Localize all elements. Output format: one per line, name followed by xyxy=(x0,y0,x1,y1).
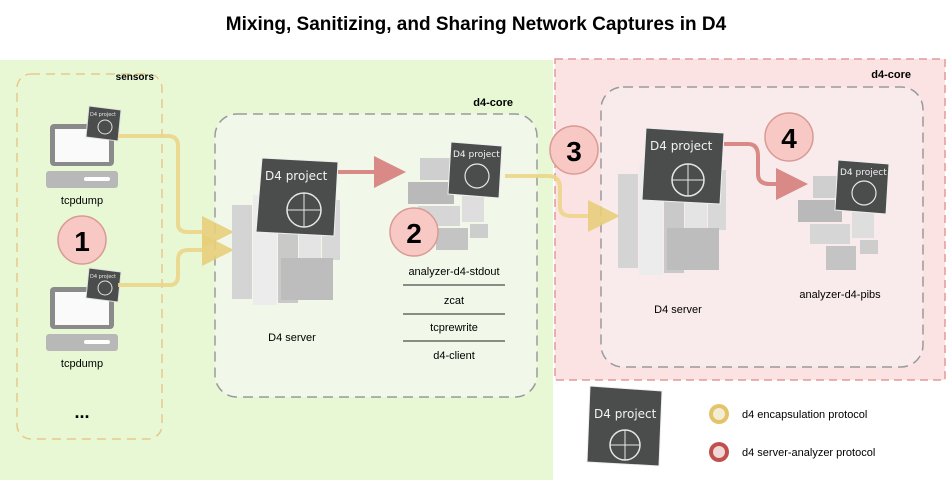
svg-text:1: 1 xyxy=(74,226,90,257)
svg-text:D4 project: D4 project xyxy=(594,407,657,421)
svg-text:3: 3 xyxy=(566,136,582,167)
encapsulation-arrow xyxy=(118,134,234,248)
legend-server-analyzer-swatch-icon xyxy=(709,442,729,462)
right-server-label: D4 server xyxy=(654,304,702,316)
d4-project-badge-icon: D4 project xyxy=(255,157,339,237)
step-marker-4: 4 xyxy=(764,112,814,162)
pipeline-step-tcprewrite: tcprewrite xyxy=(430,322,478,334)
encapsulation-arrow xyxy=(118,234,234,287)
d4-project-badge-icon: D4 project xyxy=(85,105,122,142)
d4-project-badge-icon: D4 project xyxy=(447,141,503,199)
sensor-label-1: tcpdump xyxy=(61,195,103,207)
right-analyzer-label: analyzer-d4-pibs xyxy=(799,289,881,301)
svg-text:D4 project: D4 project xyxy=(453,150,500,160)
analyzer-icon xyxy=(798,176,878,270)
left-analyzer-label: analyzer-d4-stdout xyxy=(408,266,499,278)
svg-text:D4 project: D4 project xyxy=(90,112,116,118)
server-analyzer-arrow xyxy=(724,142,808,200)
more-sensors-ellipsis: ... xyxy=(74,402,89,422)
svg-text:2: 2 xyxy=(406,218,422,249)
svg-text:D4 project: D4 project xyxy=(265,169,328,183)
legend-encapsulation-label: d4 encapsulation protocol xyxy=(742,409,867,421)
sensors-group xyxy=(16,73,163,440)
pipeline-step-d4-client: d4-client xyxy=(433,350,475,362)
d4-project-badge-icon: D4 project xyxy=(641,127,725,205)
right-core-label: d4-core xyxy=(871,69,911,81)
svg-text:4: 4 xyxy=(781,123,797,154)
d4-project-badge-icon: D4 project xyxy=(85,267,122,303)
step-marker-3: 3 xyxy=(549,125,599,175)
sensors-group-label: sensors xyxy=(116,72,155,83)
diagram-title: Mixing, Sanitizing, and Sharing Network … xyxy=(226,14,727,35)
legend-d4-project-badge-icon: D4 project xyxy=(586,385,663,467)
step-marker-2: 2 xyxy=(389,207,439,257)
legend-encapsulation-swatch-icon xyxy=(709,404,729,424)
sensor-label-2: tcpdump xyxy=(61,358,103,370)
svg-text:D4 project: D4 project xyxy=(90,274,116,280)
encapsulation-arrow xyxy=(505,174,620,232)
legend-server-analyzer-label: d4 server-analyzer protocol xyxy=(742,447,875,459)
left-core-label: d4-core xyxy=(473,97,513,109)
left-server-label: D4 server xyxy=(268,332,316,344)
d4-project-badge-icon: D4 project xyxy=(834,159,890,215)
svg-text:D4 project: D4 project xyxy=(840,168,887,178)
step-marker-1: 1 xyxy=(57,215,107,265)
pipeline-step-zcat: zcat xyxy=(444,295,464,307)
svg-text:D4 project: D4 project xyxy=(650,139,713,153)
